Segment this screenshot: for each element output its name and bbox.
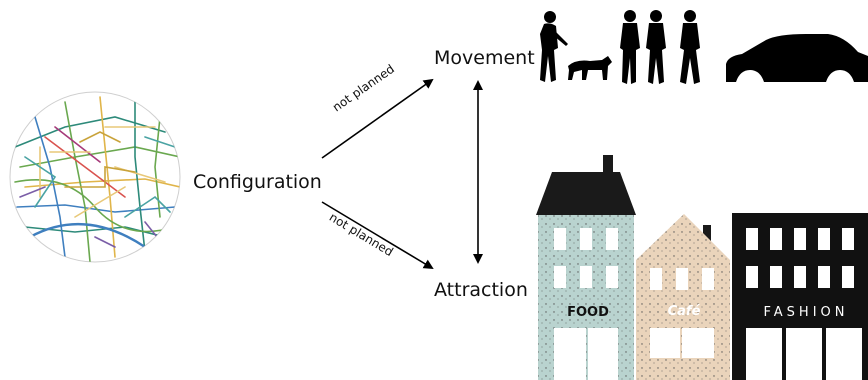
pedestrian-silhouettes-icon [540, 10, 868, 84]
attraction-label: Attraction [434, 279, 528, 301]
street-network-map-icon [9, 91, 181, 263]
fashion-shop: FASHION [732, 213, 868, 380]
configuration-label: Configuration [193, 171, 322, 193]
shopfront-illustration: FOOD Café FASHION [536, 155, 868, 380]
movement-label: Movement [434, 47, 535, 69]
arrow-to-attraction [321, 201, 434, 270]
cafe-sign: Café [668, 304, 701, 319]
fashion-sign: FASHION [764, 305, 849, 320]
cafe-shop: Café [636, 214, 730, 380]
food-shop: FOOD [536, 155, 636, 380]
dog-icon [568, 56, 612, 80]
arrow-to-movement [321, 78, 434, 159]
food-sign: FOOD [567, 305, 609, 320]
car-icon [726, 34, 868, 82]
